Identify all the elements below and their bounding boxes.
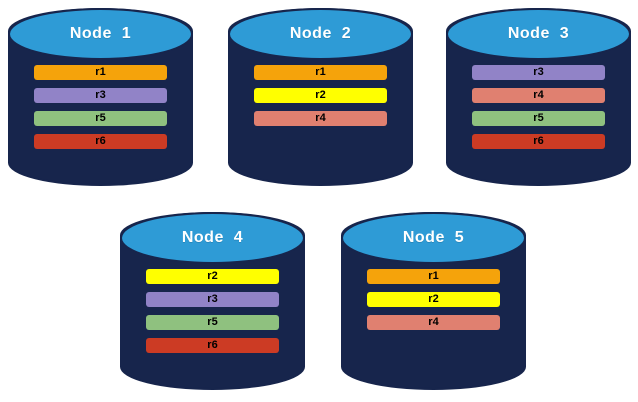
cylinder-top: Node 1 [8,8,193,60]
replica-label: r5 [95,112,106,124]
replica-bar-r2[interactable]: r2 [366,292,501,307]
node-5[interactable]: Node 5 r1 r2 r4 [341,212,526,390]
replica-label: r5 [533,112,544,124]
node-4[interactable]: Node 4 r2 r3 r5 r6 [120,212,305,390]
replica-label: r1 [428,270,439,282]
node-label: Node 2 [289,25,352,42]
node-label: Node 4 [181,229,244,246]
replica-list: r1 r2 r4 [228,65,413,126]
replica-bar-r3[interactable]: r3 [145,292,280,307]
replica-bar-r5[interactable]: r5 [145,315,280,330]
replica-label: r6 [207,339,218,351]
node-label: Node 5 [402,229,465,246]
replica-label: r6 [95,135,106,147]
replica-label: r3 [533,66,544,78]
replica-bar-r5[interactable]: r5 [471,111,606,126]
replica-label: r1 [315,66,326,78]
node-2[interactable]: Node 2 r1 r2 r4 [228,8,413,186]
replica-list: r1 r3 r5 r6 [8,65,193,149]
cylinder-top: Node 2 [228,8,413,60]
replica-bar-r2[interactable]: r2 [145,269,280,284]
replica-label: r6 [533,135,544,147]
replica-bar-r1[interactable]: r1 [253,65,388,80]
replica-bar-r6[interactable]: r6 [33,134,168,149]
replica-label: r4 [315,112,326,124]
replica-label: r2 [428,293,439,305]
cylinder-top: Node 4 [120,212,305,264]
node-3[interactable]: Node 3 r3 r4 r5 r6 [446,8,631,186]
replica-label: r2 [315,89,326,101]
replica-list: r2 r3 r5 r6 [120,269,305,353]
replica-label: r1 [95,66,106,78]
replica-bar-r3[interactable]: r3 [33,88,168,103]
replica-bar-r6[interactable]: r6 [145,338,280,353]
replica-label: r4 [533,89,544,101]
replica-bar-r3[interactable]: r3 [471,65,606,80]
replica-bar-r1[interactable]: r1 [33,65,168,80]
replica-label: r4 [428,316,439,328]
replica-list: r3 r4 r5 r6 [446,65,631,149]
replica-label: r3 [95,89,106,101]
replica-label: r5 [207,316,218,328]
replica-label: r2 [207,270,218,282]
node-label: Node 3 [507,25,570,42]
cylinder-top: Node 3 [446,8,631,60]
cylinder-top: Node 5 [341,212,526,264]
replica-list: r1 r2 r4 [341,269,526,330]
replica-bar-r4[interactable]: r4 [471,88,606,103]
replica-bar-r5[interactable]: r5 [33,111,168,126]
node-1[interactable]: Node 1 r1 r3 r5 r6 [8,8,193,186]
node-label: Node 1 [69,25,132,42]
replica-label: r3 [207,293,218,305]
replica-bar-r6[interactable]: r6 [471,134,606,149]
replica-bar-r4[interactable]: r4 [253,111,388,126]
replica-bar-r1[interactable]: r1 [366,269,501,284]
replica-bar-r4[interactable]: r4 [366,315,501,330]
replica-bar-r2[interactable]: r2 [253,88,388,103]
